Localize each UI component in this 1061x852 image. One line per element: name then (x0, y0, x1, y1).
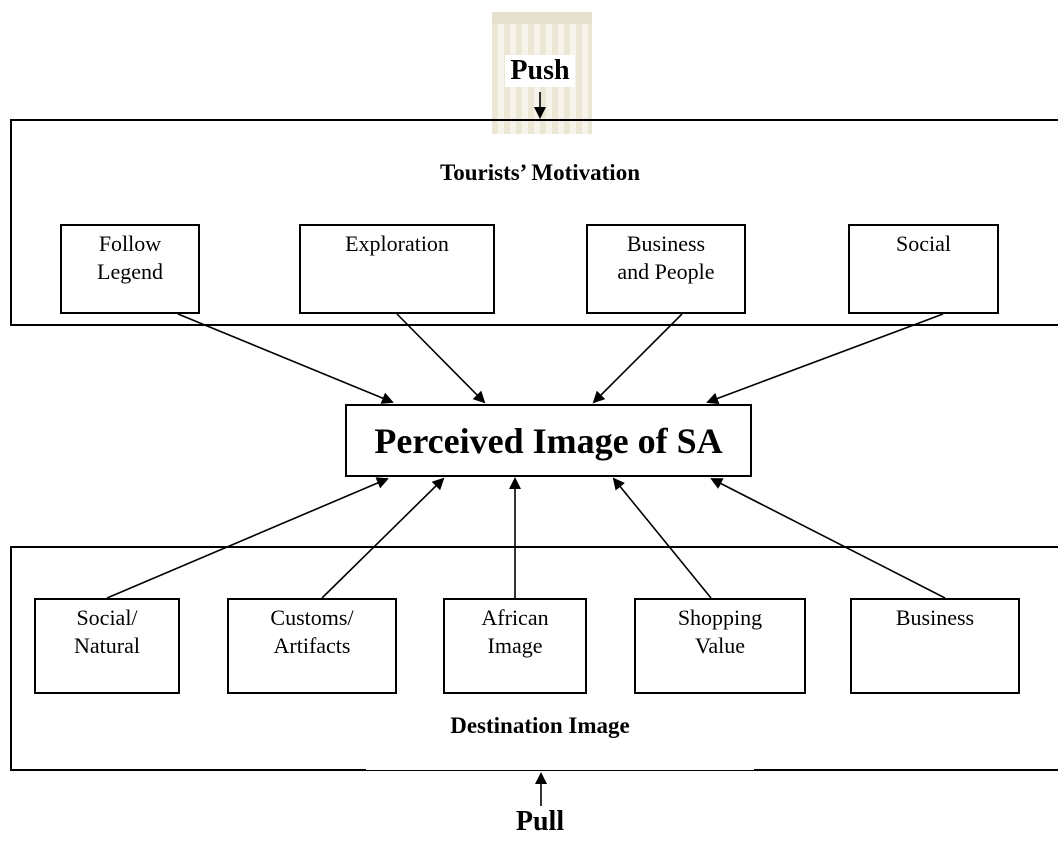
motivation-item-line1: Business (626, 231, 706, 256)
frame-open-edge-top (1058, 119, 1061, 326)
destination-item-business: Business (850, 598, 1020, 694)
destination-item-shopping-value: Shopping Value (634, 598, 806, 694)
pull-label: Pull (515, 806, 565, 837)
motivation-title: Tourists’ Motivation (440, 160, 640, 185)
destination-item-line1: Business (895, 605, 975, 630)
arrow-exploration (396, 313, 486, 404)
motivation-item-follow-legend: Follow Legend (60, 224, 200, 314)
destination-item-line2: Artifacts (273, 633, 351, 658)
motivation-item-social: Social (848, 224, 999, 314)
destination-item-african-image: African Image (443, 598, 587, 694)
destination-title: Destination Image (450, 713, 630, 738)
destination-item-line1: Social/ (76, 605, 138, 630)
arrow-business-people (592, 313, 683, 404)
motivation-item-line2: Legend (97, 259, 163, 284)
destination-item-line1: African (481, 605, 549, 630)
destination-item-line1: Shopping (677, 605, 763, 630)
push-label: Push (505, 55, 575, 87)
destination-item-customs-artifacts: Customs/ Artifacts (227, 598, 397, 694)
perceived-image-node: Perceived Image of SA (345, 404, 752, 477)
motivation-item-business-people: Business and People (586, 224, 746, 314)
motivation-item-line1: Exploration (345, 231, 449, 256)
motivation-item-line1: Follow (98, 231, 162, 256)
frame-gap-bottom (366, 762, 754, 770)
arrow-social-natural (106, 477, 389, 599)
arrow-shopping-value (612, 477, 712, 599)
frame-open-edge-bottom (1058, 546, 1061, 771)
destination-item-line2: Image (487, 633, 543, 658)
arrow-follow-legend (177, 313, 394, 404)
destination-item-line2: Natural (74, 633, 140, 658)
arrow-social (706, 313, 944, 405)
motivation-item-line2: and People (617, 259, 715, 284)
arrow-business (710, 478, 946, 599)
motivation-item-line1: Social (896, 231, 951, 256)
destination-item-social-natural: Social/ Natural (34, 598, 180, 694)
motivation-item-exploration: Exploration (299, 224, 495, 314)
arrow-customs-artifacts (321, 477, 445, 599)
destination-item-line2: Value (694, 633, 746, 658)
destination-item-line1: Customs/ (270, 605, 354, 630)
